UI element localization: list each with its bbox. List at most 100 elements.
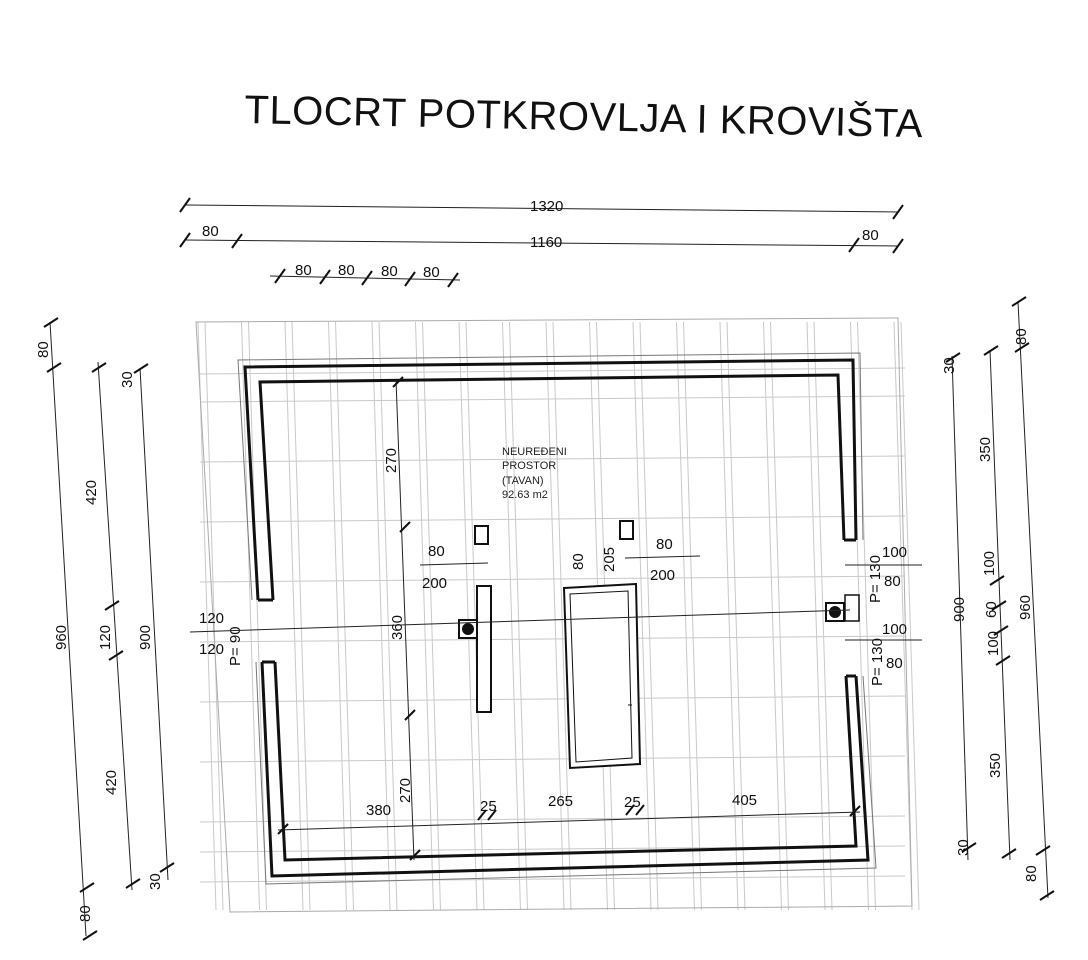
walls [243, 358, 870, 878]
dim-right-60: 60 [983, 601, 1000, 618]
rafter-line [241, 321, 260, 911]
dim-top-total: 1320 [530, 198, 563, 215]
rafter-line [763, 321, 782, 911]
rafter-line [197, 321, 217, 911]
dim-left-30-top: 30 [119, 371, 136, 388]
rafter-line [509, 321, 528, 911]
rafter-line [284, 321, 304, 911]
chimney-left [474, 525, 489, 545]
dim-left-outer-top: 80 [35, 341, 52, 358]
dim-right-total: 960 [1017, 595, 1034, 620]
batten-line [199, 875, 906, 883]
chimneys [458, 520, 860, 770]
dim-window-right-h1: 80 [884, 573, 901, 590]
rafter-line [552, 321, 572, 911]
dim-mid-80: 80 [570, 553, 587, 570]
rafter-line [770, 321, 789, 911]
rafter-line [676, 321, 695, 911]
roof-outline [195, 317, 913, 913]
dim-window-right-p2: P= 130 [869, 638, 886, 686]
batten-line [199, 395, 906, 403]
rafter-line [806, 321, 826, 911]
dim-right-350-top: 350 [977, 437, 994, 462]
wall-outer [243, 358, 858, 601]
dim-left-30-bottom: 30 [147, 873, 164, 890]
rafter-line [248, 321, 267, 911]
dim-window-left-p: P= 90 [227, 626, 244, 666]
dim-bottom-25b: 25 [624, 794, 641, 811]
beam-left [476, 585, 492, 713]
dim-right-100-top: 100 [981, 551, 998, 576]
dim-left-outer-bottom: 80 [77, 905, 94, 922]
dim-bottom-405: 405 [732, 792, 757, 809]
dim-right-outer-top: 80 [1013, 328, 1030, 345]
dimension-labels: 1320 80 1160 80 80 80 80 80 80 960 80 42… [35, 198, 1040, 922]
rafter-line [335, 321, 354, 911]
dim-right-350-bottom: 350 [987, 753, 1004, 778]
dim-left-opening-w: 80 [428, 543, 445, 560]
dim-right-outer-bottom: 80 [1023, 865, 1040, 882]
wall-inner [258, 373, 846, 601]
rafter-line [639, 321, 659, 911]
rafter-line [893, 321, 913, 911]
room-line-3: (TAVAN) [502, 475, 544, 487]
rafter-line [465, 321, 485, 911]
dim-rafter-3: 80 [381, 263, 398, 280]
rafter-line [422, 321, 441, 911]
vent-right-box [844, 594, 860, 622]
chimney-mid [619, 520, 634, 540]
dim-window-left-w1: 120 [199, 610, 224, 627]
rafter-line [458, 321, 478, 911]
batten-line [199, 755, 906, 763]
dim-right-30-bottom: 30 [955, 839, 972, 856]
dim-right-100-bottom: 100 [985, 631, 1002, 656]
rafter-line [378, 321, 398, 911]
dim-left-opening-h: 200 [422, 575, 447, 592]
rafter-line [683, 321, 702, 911]
dim-window-right-w1: 100 [882, 544, 907, 561]
dim-top-left-overhang: 80 [202, 223, 219, 240]
rafter-line [371, 321, 391, 911]
dim-window-left-w2: 120 [199, 641, 224, 658]
batten-line [199, 367, 906, 375]
dim-left-total: 960 [53, 625, 70, 650]
batten-line [199, 815, 906, 823]
batten-line [199, 575, 906, 583]
dim-top-inner: 1160 [530, 234, 562, 251]
rafter-line [726, 321, 746, 911]
dimension-lines [49, 204, 1049, 937]
rafter-line [719, 321, 739, 911]
batten-line [199, 635, 906, 643]
rafter-line [502, 321, 521, 911]
rafter-line [900, 321, 920, 911]
rafter-line [813, 321, 833, 911]
dim-bottom-265: 265 [548, 793, 573, 810]
dim-rafter-2: 80 [338, 262, 355, 279]
dim-window-right-h2: 80 [886, 655, 903, 672]
room-area: 92.63 m2 [502, 489, 548, 501]
dim-left-900: 900 [137, 625, 154, 650]
dim-interior-270-bottom: 270 [397, 778, 414, 803]
rafter-line [632, 321, 652, 911]
roof-grid [197, 321, 920, 911]
dim-left-420-bottom: 420 [103, 770, 120, 795]
wall-outer-bottom [260, 661, 870, 878]
dimension-ticks [43, 197, 1055, 941]
dim-right-opening-w: 80 [656, 536, 673, 553]
wall-inner-bottom [273, 661, 858, 862]
dim-right-30-top: 30 [941, 357, 958, 374]
batten-line [199, 695, 906, 703]
dim-left-420-top: 420 [83, 480, 100, 505]
dim-left-120: 120 [97, 625, 114, 650]
room-line-1: NEUREĐENI [502, 446, 567, 458]
dim-interior-270-top: 270 [383, 448, 400, 473]
room-line-2: PROSTOR [502, 460, 556, 472]
dim-interior-360: 360 [389, 615, 406, 640]
dim-bottom-380: 380 [366, 802, 391, 819]
batten-line [199, 515, 906, 523]
dim-top-right-overhang: 80 [862, 227, 879, 244]
room-label: NEUREĐENI PROSTOR (TAVAN) 92.63 m2 [502, 446, 567, 501]
dim-bottom-25a: 25 [480, 798, 497, 815]
dim-rafter-1: 80 [295, 262, 312, 279]
